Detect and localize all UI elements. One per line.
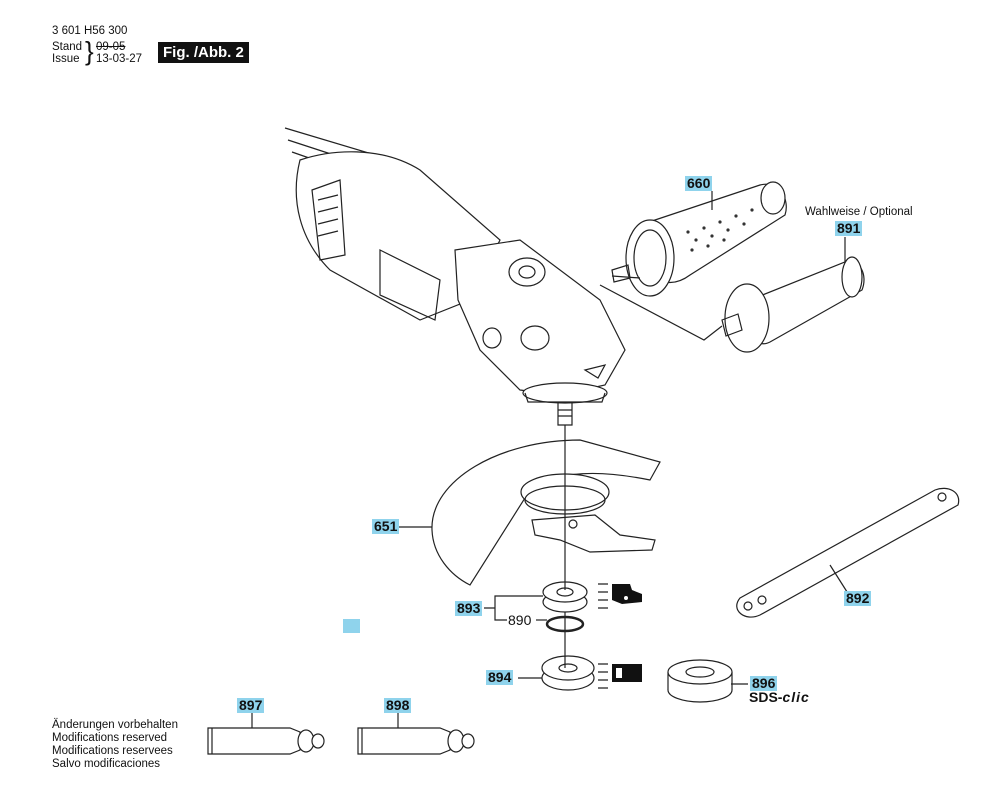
part-label-894[interactable]: 894 bbox=[486, 669, 514, 685]
part-number: 3 601 H56 300 bbox=[52, 25, 128, 37]
leader-lines bbox=[251, 191, 850, 728]
guard-651-illustration bbox=[431, 439, 661, 586]
note-fr: Modifications reservees bbox=[52, 745, 173, 757]
optional-label: Wahlweise / Optional bbox=[805, 206, 913, 218]
mounting-symbol-lower bbox=[598, 663, 642, 689]
modification-notes: Änderungen vorbehalten Modifications res… bbox=[52, 719, 178, 771]
handle-660-illustration bbox=[611, 181, 787, 297]
part-label-892[interactable]: 892 bbox=[844, 590, 872, 606]
part-label-898[interactable]: 898 bbox=[384, 697, 412, 713]
brace-glyph: } bbox=[85, 36, 94, 66]
part-label-891[interactable]: 891 bbox=[835, 220, 863, 236]
issue-label: Issue bbox=[52, 53, 80, 65]
part-label-660[interactable]: 660 bbox=[685, 175, 713, 191]
blank-callout-marker bbox=[343, 619, 360, 633]
issue-date: 13-03-27 bbox=[96, 53, 143, 65]
note-en: Modifications reserved bbox=[52, 732, 168, 744]
nut-896-illustration bbox=[667, 659, 733, 703]
part-label-890[interactable]: 890 bbox=[508, 612, 532, 628]
part-label-896[interactable]: 896 bbox=[750, 675, 778, 691]
part-label-897[interactable]: 897 bbox=[237, 697, 265, 713]
stand-label: Stand bbox=[52, 41, 83, 53]
tube-897-illustration bbox=[207, 727, 325, 755]
part-label-893[interactable]: 893 bbox=[455, 600, 483, 616]
mounting-symbol-upper bbox=[598, 583, 642, 609]
figure-label: Fig. /Abb. 2 bbox=[158, 42, 249, 63]
spanner-892-illustration bbox=[736, 487, 960, 618]
grinder-body-illustration bbox=[284, 127, 626, 426]
flange-893-illustration bbox=[542, 581, 588, 613]
stand-date: 09-05 bbox=[96, 41, 126, 53]
sds-clic-label: SDS-clic bbox=[749, 689, 810, 705]
flange-894-illustration bbox=[541, 655, 595, 691]
note-de: Änderungen vorbehalten bbox=[52, 719, 178, 731]
tube-898-illustration bbox=[357, 727, 475, 755]
part-label-651[interactable]: 651 bbox=[372, 518, 400, 534]
handle-891-illustration bbox=[721, 256, 865, 353]
note-es: Salvo modificaciones bbox=[52, 758, 161, 770]
